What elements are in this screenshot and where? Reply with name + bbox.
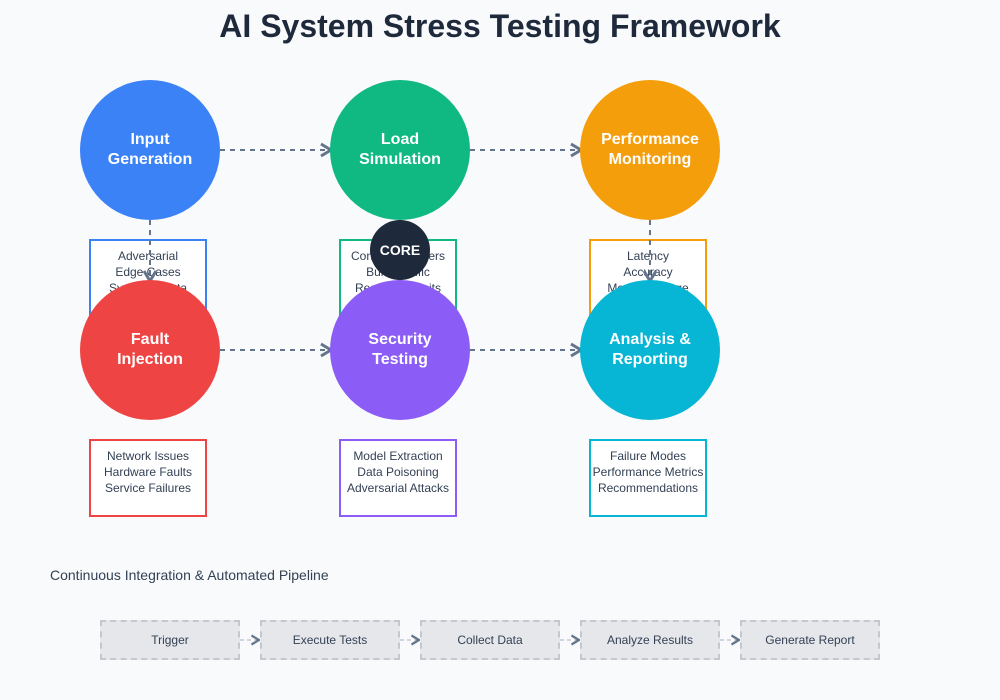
node-label: Input [130,131,170,148]
detail-item: Network Issues [106,449,190,463]
pipeline-label: Continuous Integration & Automated Pipel… [50,567,329,583]
pipeline-step-collect-data[interactable]: Collect Data [420,620,560,660]
detail-item: Data Poisoning [357,465,439,479]
detail-box-fault-injection: Network Issues Hardware Faults Service F… [89,439,207,517]
detail-item: Adversarial [117,249,179,263]
node-label: Fault [130,331,170,348]
detail-box-analysis-reporting: Failure Modes Performance Metrics Recomm… [589,439,707,517]
node-label: Performance [601,131,699,148]
detail-item: Adversarial Attacks [346,481,450,495]
detail-item: Failure Modes [609,449,687,463]
detail-item: Performance Metrics [592,465,704,479]
core-hub[interactable]: CORE [370,220,430,280]
node-label: Analysis & [609,331,691,348]
node-analysis-reporting[interactable]: Analysis & Reporting [580,280,720,420]
node-label: Simulation [359,151,441,168]
node-label: Security [368,331,432,348]
detail-item: Model Extraction [353,449,443,463]
pipeline-step-execute-tests[interactable]: Execute Tests [260,620,400,660]
node-label: Load [380,131,420,148]
detail-item: Service Failures [104,481,192,495]
pipeline-step-analyze-results[interactable]: Analyze Results [580,620,720,660]
pipeline-step-trigger[interactable]: Trigger [100,620,240,660]
node-label: Injection [117,351,183,368]
detail-item: Latency [626,249,670,263]
detail-item: Hardware Faults [103,465,193,479]
pipeline-step-generate-report[interactable]: Generate Report [740,620,880,660]
detail-item: Recommendations [597,481,699,495]
node-label: Reporting [612,351,688,368]
detail-box-security-testing: Model Extraction Data Poisoning Adversar… [339,439,457,517]
node-label: Generation [107,151,193,168]
node-label: Monitoring [608,151,692,168]
node-label: Testing [372,351,428,368]
diagram-title: AI System Stress Testing Framework [219,8,781,44]
